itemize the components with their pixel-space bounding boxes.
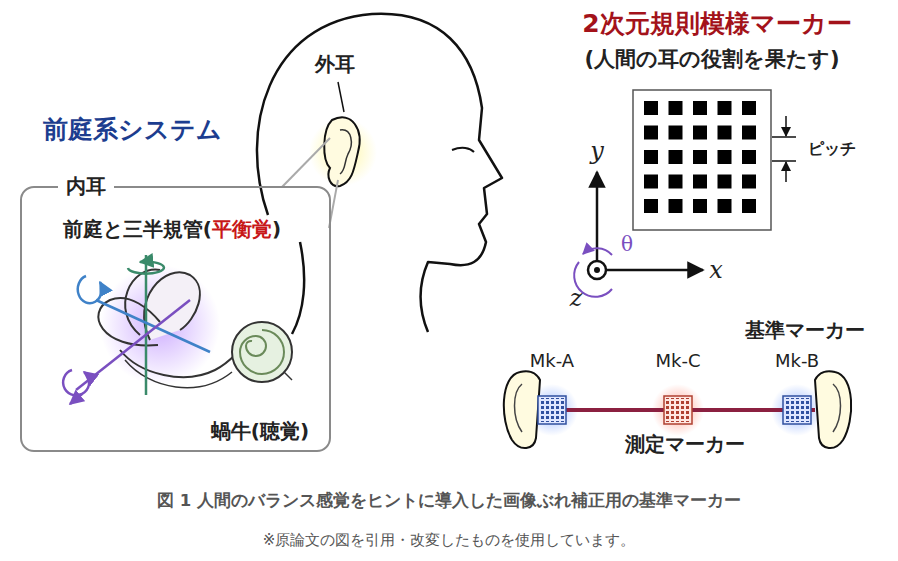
pitch-dimension (772, 116, 796, 182)
marker-dot (742, 175, 756, 189)
marker-dot (742, 126, 756, 140)
marker-dot (669, 101, 683, 115)
box-subheading: 前庭と三半規管(平衡覚) (63, 217, 281, 241)
marker-dot (644, 150, 658, 164)
inset-box: 内耳前庭と三半規管(平衡覚)蝸牛(聴覚) (20, 186, 331, 452)
marker-dot (718, 199, 732, 213)
marker-dot (742, 101, 756, 115)
marker-dot (669, 126, 683, 140)
leader-line (338, 82, 344, 112)
marker-dot (718, 126, 732, 140)
marker-dot (644, 199, 658, 213)
marker-dot (693, 150, 707, 164)
marker-dot (718, 150, 732, 164)
marker-dot (742, 199, 756, 213)
axis-label: x (709, 256, 723, 285)
caption: 図 1 人間のバランス感覚をヒントに導入した画像ぶれ補正用の基準マーカー (157, 491, 741, 511)
cochlea (232, 322, 292, 382)
axis-label: y (590, 137, 604, 166)
coordinate-axes (574, 172, 703, 297)
marker-dot (742, 150, 756, 164)
marker-label: Mk-C (655, 350, 700, 372)
marker-dot (669, 150, 683, 164)
marker-dot (693, 175, 707, 189)
marker-dot (644, 101, 658, 115)
outer-ear (309, 117, 377, 186)
inner-ear-illustration (63, 255, 292, 404)
marker-title: 2次元規則模様マーカー (582, 9, 851, 39)
marker-dot (644, 175, 658, 189)
part-label: 外耳 (315, 52, 355, 76)
angle-label: θ (621, 232, 633, 256)
marker-dot (669, 175, 683, 189)
box-heading: 内耳 (58, 174, 114, 198)
marker-dot (718, 101, 732, 115)
marker-dot (669, 199, 683, 213)
head-outline (257, 14, 502, 334)
dimension-label: ピッチ (808, 139, 856, 158)
marker-label: Mk-B (775, 350, 819, 372)
group-label: 基準マーカー (745, 318, 865, 342)
marker-dot (644, 126, 658, 140)
group-label: 測定マーカー (625, 432, 745, 456)
part-label: 蝸牛(聴覚) (211, 419, 309, 443)
note: ※原論文の図を引用・改変したものを使用しています。 (263, 531, 636, 549)
marker-label: Mk-A (530, 350, 574, 372)
highlight: 平衡覚 (212, 217, 272, 241)
axis-label: z (570, 284, 583, 313)
marker-dot (693, 101, 707, 115)
marker-subtitle: (人間の耳の役割を果たす) (584, 47, 839, 72)
marker-dot (693, 126, 707, 140)
section-title: 前庭系システム (43, 115, 222, 145)
marker-dot (693, 199, 707, 213)
marker-dot (718, 175, 732, 189)
grid-marker (633, 90, 771, 230)
